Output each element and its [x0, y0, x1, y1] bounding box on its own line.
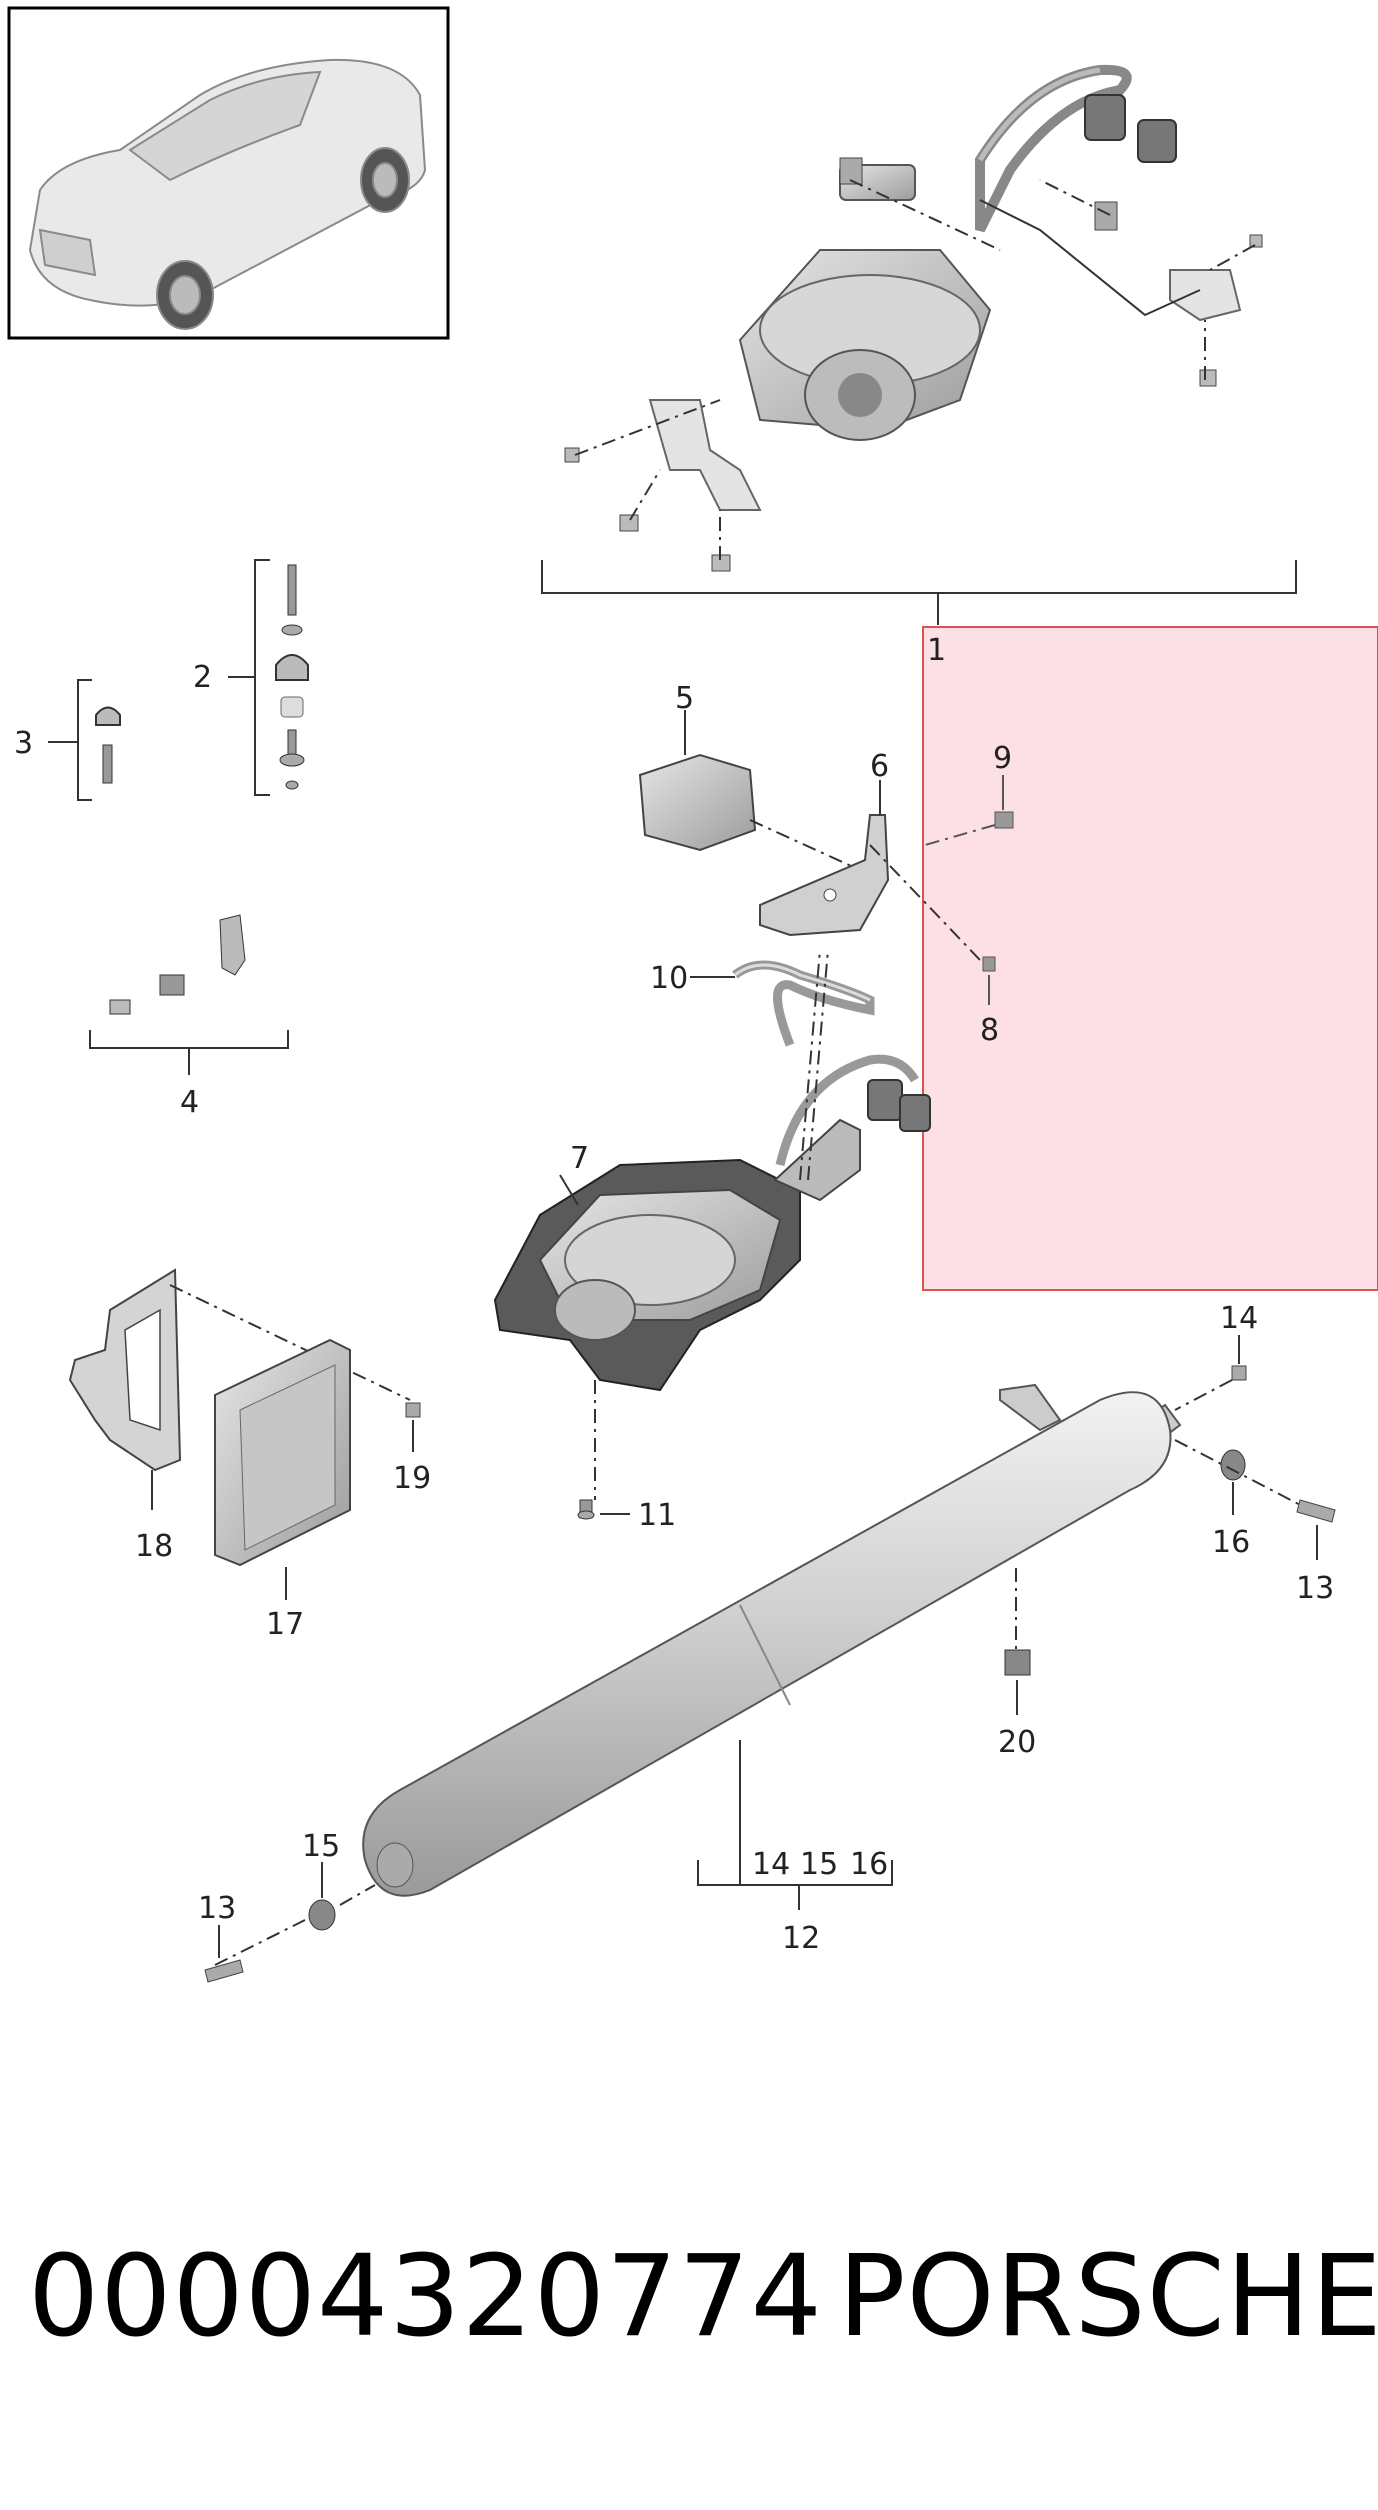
callout-4: 4 — [180, 1085, 199, 1120]
callout-3: 3 — [14, 726, 33, 761]
highlight-region — [922, 626, 1378, 1291]
part-7-compressor — [493, 949, 931, 1500]
callout-16a: 16 — [1212, 1525, 1250, 1560]
callout-7: 7 — [570, 1141, 589, 1176]
callout-15b: 15 — [800, 1847, 838, 1882]
part-15-bushing-left — [214, 1862, 376, 1966]
bracket-1 — [541, 560, 1297, 625]
callout-1: 1 — [927, 633, 946, 668]
part-11-bolt — [577, 1499, 630, 1520]
callout-18: 18 — [135, 1529, 173, 1564]
callout-13a: 13 — [198, 1891, 236, 1926]
callout-14b: 14 — [752, 1847, 790, 1882]
callout-9: 9 — [993, 741, 1012, 776]
part-14-nut-right — [1174, 1335, 1247, 1411]
part-5-valve-block — [638, 710, 861, 871]
part-2-mount-kit — [228, 559, 309, 796]
part-9-nut — [924, 775, 1014, 846]
compressor-assembly-top — [564, 64, 1263, 572]
brand-name: PORSCHE — [838, 2232, 1378, 2362]
callout-8: 8 — [980, 1013, 999, 1048]
part-13-bolt-left — [204, 1925, 244, 1983]
part-20-mount — [1004, 1649, 1031, 1715]
callout-5: 5 — [675, 681, 694, 716]
callout-17: 17 — [266, 1607, 304, 1642]
part-19-nut — [405, 1402, 421, 1452]
callout-14a: 14 — [1220, 1301, 1258, 1336]
part-number: 00004320774 — [28, 2232, 823, 2362]
part-12-pressure-tank — [362, 1383, 1182, 1910]
callout-15a: 15 — [302, 1829, 340, 1864]
callout-16b: 16 — [850, 1847, 888, 1882]
callout-6: 6 — [870, 749, 889, 784]
part-4-clip-set — [89, 914, 289, 1075]
callout-13b: 13 — [1296, 1571, 1334, 1606]
callout-20: 20 — [998, 1725, 1036, 1760]
part-16-bushing-right — [1174, 1439, 1311, 1515]
callout-19: 19 — [393, 1461, 431, 1496]
part-3-mount-kit — [48, 679, 121, 801]
part-8-bolt — [982, 956, 996, 1005]
callout-2: 2 — [193, 660, 212, 695]
part-10-hose — [690, 960, 875, 1047]
part-17-control-unit — [214, 1338, 351, 1600]
callout-10: 10 — [650, 961, 688, 996]
car-icon — [28, 58, 427, 330]
part-6-bracket — [759, 780, 981, 961]
callout-11: 11 — [638, 1498, 676, 1533]
part-13-bolt-right — [1296, 1499, 1336, 1560]
vehicle-thumbnail — [7, 6, 450, 340]
part-18-bracket — [68, 1268, 411, 1510]
callout-12: 12 — [782, 1921, 820, 1956]
